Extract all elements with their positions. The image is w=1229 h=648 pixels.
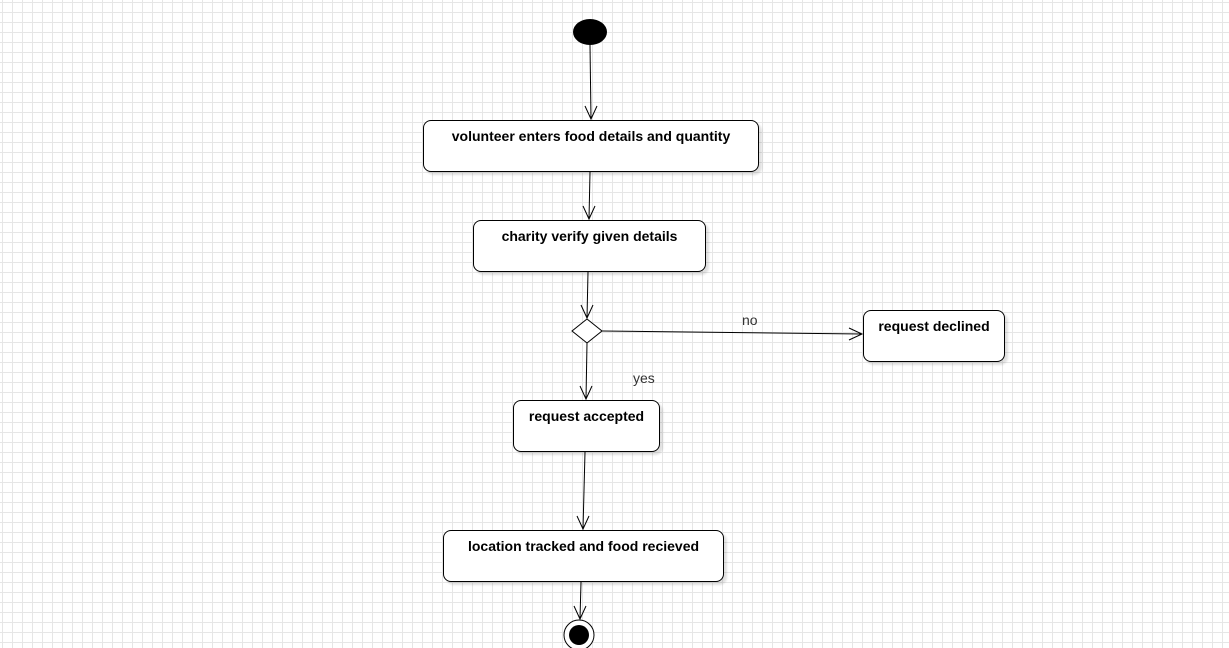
edge-start-to-volunteer[interactable] bbox=[584, 44, 598, 121]
initial-node[interactable] bbox=[573, 19, 607, 45]
activity-charity-verify[interactable]: charity verify given details bbox=[473, 220, 706, 272]
edge-location-to-final[interactable] bbox=[573, 581, 587, 621]
activity-label: location tracked and food recieved bbox=[467, 538, 700, 554]
activity-label: volunteer enters food details and quanti… bbox=[451, 128, 731, 144]
activity-label: charity verify given details bbox=[501, 228, 678, 244]
edge-charity-to-decision[interactable] bbox=[580, 271, 594, 320]
edge-label-no: no bbox=[742, 312, 758, 328]
edge-decision-to-declined[interactable] bbox=[601, 327, 864, 341]
activity-location-tracked[interactable]: location tracked and food recieved bbox=[443, 530, 724, 582]
edge-accepted-to-location[interactable] bbox=[576, 451, 590, 531]
edge-label-yes: yes bbox=[633, 370, 655, 386]
edge-decision-to-accepted[interactable] bbox=[579, 342, 593, 401]
activity-label: request declined bbox=[878, 318, 990, 334]
decision-node[interactable] bbox=[571, 318, 603, 344]
final-node[interactable] bbox=[563, 619, 595, 648]
activity-label: request accepted bbox=[528, 408, 645, 424]
activity-request-declined[interactable]: request declined bbox=[863, 310, 1005, 362]
activity-volunteer-enters-details[interactable]: volunteer enters food details and quanti… bbox=[423, 120, 759, 172]
edge-volunteer-to-charity[interactable] bbox=[582, 171, 596, 221]
activity-request-accepted[interactable]: request accepted bbox=[513, 400, 660, 452]
